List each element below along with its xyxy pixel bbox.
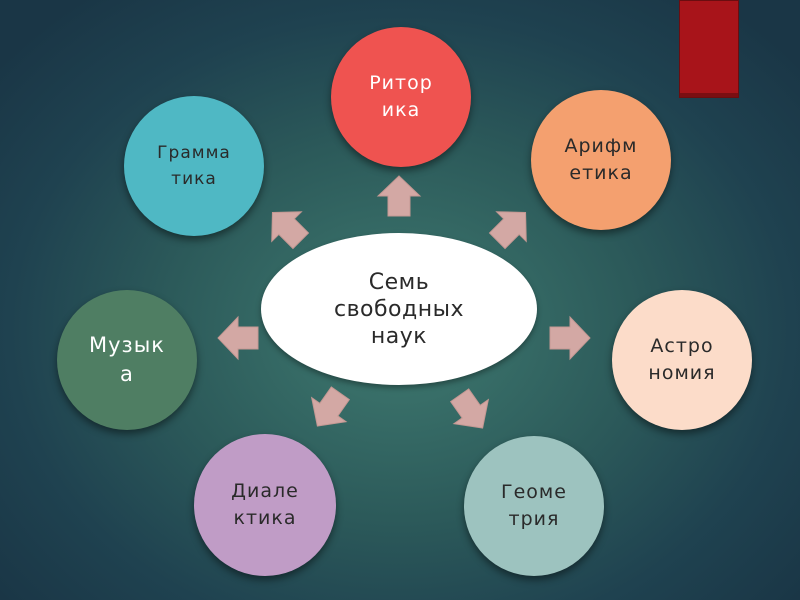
node-label-astronomy: Астро номия bbox=[648, 335, 716, 384]
node-label-arithmetic: Арифм етика bbox=[564, 135, 638, 184]
arrow-to-dialectic bbox=[310, 386, 351, 427]
node-label-rhetoric: Ритор ика bbox=[369, 72, 433, 121]
node-rhetoric: Ритор ика bbox=[331, 27, 471, 167]
node-label-geometry: Геоме трия bbox=[501, 481, 567, 530]
center-ellipse: Семь свободных наук bbox=[261, 233, 537, 385]
node-label-grammar: Грамма тика bbox=[157, 143, 231, 189]
node-geometry: Геоме трия bbox=[464, 436, 604, 576]
arrow-to-astronomy bbox=[549, 315, 591, 361]
arrow-to-arithmetic bbox=[488, 211, 527, 250]
node-grammar: Грамма тика bbox=[124, 96, 264, 236]
node-astronomy: Астро номия bbox=[612, 290, 752, 430]
arrow-to-geometry bbox=[449, 388, 490, 429]
node-music: Музык а bbox=[57, 290, 197, 430]
arrow-to-rhetoric bbox=[376, 175, 422, 217]
node-dialectic: Диале ктика bbox=[194, 434, 336, 576]
node-label-music: Музык а bbox=[89, 333, 165, 386]
center-label: Семь свободных наук bbox=[333, 269, 465, 349]
arrow-to-music bbox=[217, 315, 259, 361]
node-arithmetic: Арифм етика bbox=[531, 90, 671, 230]
node-label-dialectic: Диале ктика bbox=[231, 480, 299, 529]
arrow-to-grammar bbox=[271, 211, 310, 250]
corner-decoration-bar bbox=[679, 0, 739, 98]
